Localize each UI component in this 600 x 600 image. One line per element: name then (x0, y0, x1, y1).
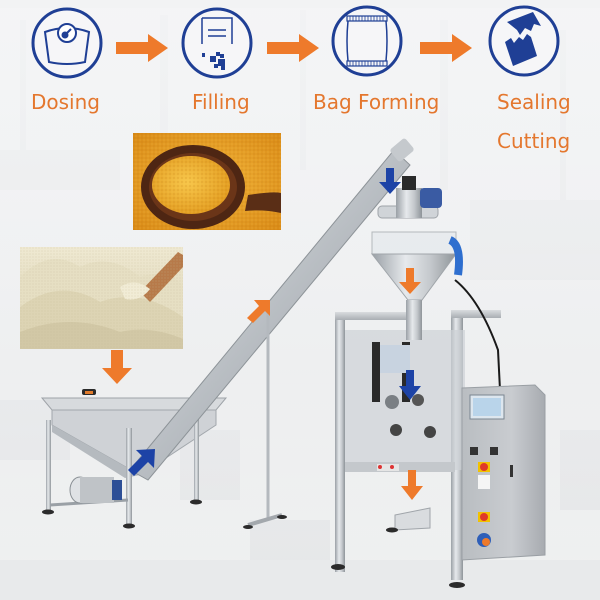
down-arrow-icon (102, 350, 132, 384)
step-label-cutting: Cutting (497, 129, 571, 153)
blue-down-arrow-icon (399, 370, 421, 400)
blue-down-arrow-icon (379, 168, 401, 194)
flow-arrow-icon (420, 34, 472, 62)
up-arrow-icon (247, 300, 270, 323)
control-cabinet (461, 384, 546, 561)
step-label-bag-forming: Bag Forming (313, 90, 440, 114)
orange-down-arrow-icon (399, 268, 421, 294)
vertical-packing-machine (331, 310, 501, 588)
scale-icon (31, 7, 103, 79)
step-label-dosing: Dosing (31, 90, 100, 114)
auger-filler (370, 176, 501, 391)
blue-arrow-icon (128, 449, 155, 476)
flour-powder-photo (20, 247, 183, 349)
step-label-sealing: Sealing (497, 90, 571, 114)
turmeric-powder-photo (133, 133, 281, 230)
step-label-filling: Filling (192, 90, 250, 114)
orange-down-arrow-icon (401, 470, 423, 500)
cut-seal-icon (488, 5, 560, 77)
flow-arrow-icon (267, 34, 319, 62)
bag-icon (331, 5, 403, 77)
filling-icon (181, 7, 253, 79)
flow-arrow-icon (116, 34, 168, 62)
